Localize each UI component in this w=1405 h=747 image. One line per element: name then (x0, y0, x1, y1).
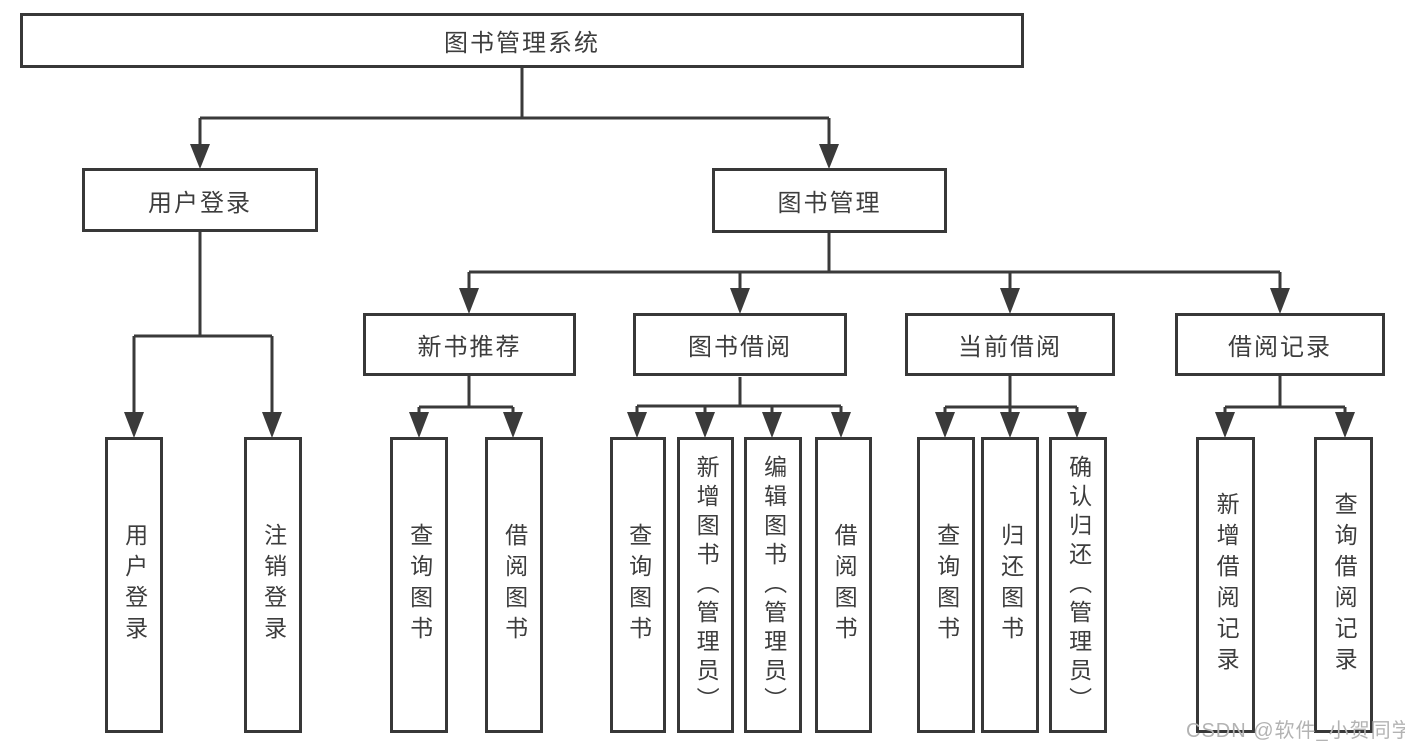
node-label: 图书管理 (777, 190, 882, 217)
leaf-current-confirm-admin: 确认归还（管理员） (1049, 437, 1107, 733)
node-user-login-branch: 用户登录 (82, 168, 318, 232)
leaf-user-logout: 注销登录 (244, 437, 302, 733)
node-new-books: 新书推荐 (363, 313, 576, 376)
connector-book-management (459, 233, 1290, 314)
leaf-newbooks-query: 查询图书 (390, 437, 448, 733)
node-current-borrow: 当前借阅 (905, 313, 1115, 376)
connector-root (190, 68, 839, 169)
leaf-borrow-borrow: 借阅图书 (815, 437, 872, 733)
connector-borrow-records (1215, 375, 1355, 438)
node-label: 新书推荐 (417, 334, 522, 361)
node-root-label: 图书管理系统 (444, 30, 600, 57)
leaf-user-login: 用户登录 (105, 437, 163, 733)
leaf-label: 确认归还（管理员） (1065, 454, 1092, 716)
leaf-label: 新增借阅记录 (1213, 492, 1240, 678)
connector-book-borrow (627, 377, 851, 438)
leaf-newbooks-borrow: 借阅图书 (485, 437, 543, 733)
node-label: 借阅记录 (1228, 334, 1332, 361)
leaf-label: 用户登录 (121, 523, 148, 647)
leaf-label: 编辑图书（管理员） (760, 454, 787, 716)
leaf-label: 查询图书 (406, 523, 433, 647)
node-label: 当前借阅 (958, 334, 1062, 361)
leaf-label: 查询图书 (933, 523, 960, 647)
leaf-borrow-edit-admin: 编辑图书（管理员） (744, 437, 802, 733)
node-root-system: 图书管理系统 (20, 13, 1024, 68)
leaf-current-return: 归还图书 (981, 437, 1039, 733)
csdn-watermark: CSDN @软件_小贺同学 (1186, 720, 1405, 742)
leaf-label: 归还图书 (997, 523, 1024, 647)
node-book-management-branch: 图书管理 (712, 168, 947, 233)
leaf-borrow-add-admin: 新增图书（管理员） (677, 437, 734, 733)
leaf-label: 借阅图书 (501, 523, 528, 647)
node-book-borrow: 图书借阅 (633, 313, 847, 376)
node-label: 图书借阅 (688, 334, 792, 361)
leaf-label: 查询借阅记录 (1331, 492, 1358, 678)
leaf-label: 查询图书 (625, 523, 652, 647)
connector-current-borrow (935, 376, 1087, 438)
leaf-current-query: 查询图书 (917, 437, 975, 733)
leaf-records-query: 查询借阅记录 (1314, 437, 1373, 733)
connector-user-login (124, 232, 282, 438)
leaf-label: 注销登录 (260, 523, 287, 647)
connector-new-books (409, 376, 523, 438)
leaf-label: 新增图书（管理员） (693, 454, 720, 716)
leaf-records-add: 新增借阅记录 (1196, 437, 1255, 733)
leaf-label: 借阅图书 (831, 523, 858, 647)
node-label: 用户登录 (148, 189, 252, 217)
node-borrow-records: 借阅记录 (1175, 313, 1385, 376)
leaf-borrow-query: 查询图书 (610, 437, 666, 733)
